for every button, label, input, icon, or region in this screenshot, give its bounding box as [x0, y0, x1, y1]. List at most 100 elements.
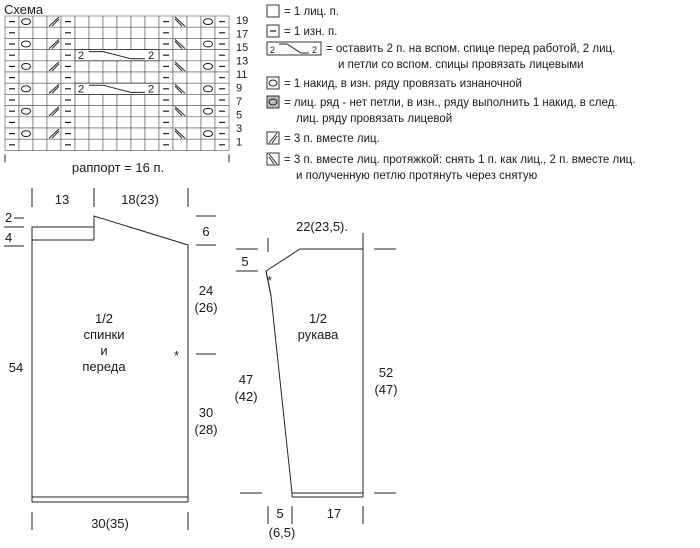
chart-cell	[172, 138, 188, 151]
chart-cell	[172, 15, 188, 28]
body-label-2: спинки	[84, 327, 125, 342]
chart-cell	[32, 116, 48, 129]
chart-cell	[46, 116, 62, 129]
legend-text: и полученную петлю протянуть через сняту…	[296, 170, 538, 182]
body-length: 54	[9, 360, 23, 375]
chart-cell	[144, 105, 160, 118]
svg-text:2: 2	[148, 83, 154, 95]
chart-cell	[186, 116, 202, 129]
legend-item: = 3 п. вместе лиц.	[266, 131, 380, 145]
chart-cell	[4, 82, 20, 95]
chart-cell	[4, 116, 20, 129]
legend-text: = 1 накид, в изн. ряду провязать изнаноч…	[284, 78, 522, 90]
chart-cell	[186, 138, 202, 151]
chart-cell	[186, 94, 202, 106]
chart-cell	[102, 71, 118, 84]
chart-cell	[144, 71, 160, 84]
legend-item: = лиц. ряд - нет петли, в изн., ряду вып…	[266, 95, 618, 125]
chart-cell	[18, 127, 34, 140]
chart-cell	[102, 105, 118, 118]
chart-cell	[102, 116, 118, 129]
chart-cell	[144, 15, 160, 28]
body-marker: *	[174, 348, 179, 363]
chart-cell	[74, 138, 90, 151]
body-armhole-alt: (26)	[194, 300, 217, 315]
body-label-4: переда	[82, 359, 126, 374]
chart-cell	[172, 94, 188, 106]
sleeve-bottom-left: 5	[276, 506, 283, 521]
chart-cell	[88, 15, 104, 28]
chart-cell	[60, 116, 76, 129]
chart-cell	[172, 26, 188, 39]
chart-cell	[186, 71, 202, 84]
body-top-left: 13	[55, 192, 69, 207]
sleeve-label-1: 1/2	[309, 311, 327, 326]
chart-row-number: 9	[236, 83, 242, 95]
body-shoulder-drop-top: 2	[5, 210, 12, 225]
chart-cell	[186, 38, 202, 50]
body-side: 30	[199, 405, 213, 420]
chart-cell	[74, 38, 90, 50]
chart-cell	[186, 26, 202, 39]
chart-cell	[186, 105, 202, 118]
chart-cell	[144, 38, 160, 50]
sleeve-schematic: 22(23,5). 5 * 47 (42) 52 (47) 1/2 рукава…	[234, 219, 397, 540]
chart-cell	[18, 116, 34, 129]
chart-cell	[158, 105, 174, 118]
chart-cell	[46, 138, 62, 151]
chart-cell	[186, 15, 202, 28]
chart-cell	[18, 26, 34, 39]
chart-cell	[144, 26, 160, 39]
chart-cell	[102, 94, 118, 106]
k3tog-icon	[266, 131, 280, 145]
chart-cell	[186, 82, 202, 95]
svg-text:2: 2	[78, 83, 84, 95]
purl-box-icon	[266, 24, 280, 38]
sk2p-icon	[266, 152, 280, 166]
chart-cell	[200, 49, 216, 62]
chart-row-number: 1	[236, 137, 242, 149]
legend-text: = 3 п. вместе лиц. протяжкой: снять 1 п.…	[284, 154, 635, 166]
chart-cell	[32, 15, 48, 28]
chart-cell	[102, 38, 118, 50]
body-bottom: 30(35)	[91, 516, 129, 531]
chart-cell	[130, 94, 146, 106]
chart-cell	[60, 105, 76, 118]
legend-text: лиц. ряду провязать лицевой	[296, 113, 452, 125]
chart-cell	[74, 26, 90, 39]
chart-cell	[46, 15, 62, 28]
chart-cell	[18, 105, 34, 118]
chart-cell	[214, 38, 230, 50]
chart-cell	[102, 15, 118, 28]
chart-cell	[186, 127, 202, 140]
chart-cell	[158, 26, 174, 39]
sleeve-marker: *	[267, 273, 272, 288]
chart-cell	[32, 105, 48, 118]
body-schematic: 13 18(23) 2 4 6 24 (26) 30 (28) * 54 1/2…	[4, 188, 218, 531]
body-armhole: 24	[199, 283, 213, 298]
chart-cell	[4, 138, 20, 151]
chart-cell	[172, 49, 188, 62]
chart-cell	[60, 26, 76, 39]
chart-cell	[60, 38, 76, 50]
chart-cell	[60, 49, 76, 62]
chart-cell	[130, 71, 146, 84]
chart-cell	[186, 49, 202, 62]
chart-cell	[46, 60, 62, 73]
chart-cell	[116, 127, 132, 140]
rapport-label: раппорт = 16 п.	[72, 160, 164, 175]
chart-cell	[32, 138, 48, 151]
chart-cell	[4, 60, 20, 73]
chart-cell	[88, 38, 104, 50]
legend-item: = 3 п. вместе лиц. протяжкой: снять 1 п.…	[266, 152, 635, 182]
legend-item: = 1 изн. п.	[266, 24, 337, 38]
chart-cell	[172, 60, 188, 73]
chart-cell	[46, 82, 62, 95]
chart-cell	[200, 15, 216, 28]
chart-cell	[130, 105, 146, 118]
